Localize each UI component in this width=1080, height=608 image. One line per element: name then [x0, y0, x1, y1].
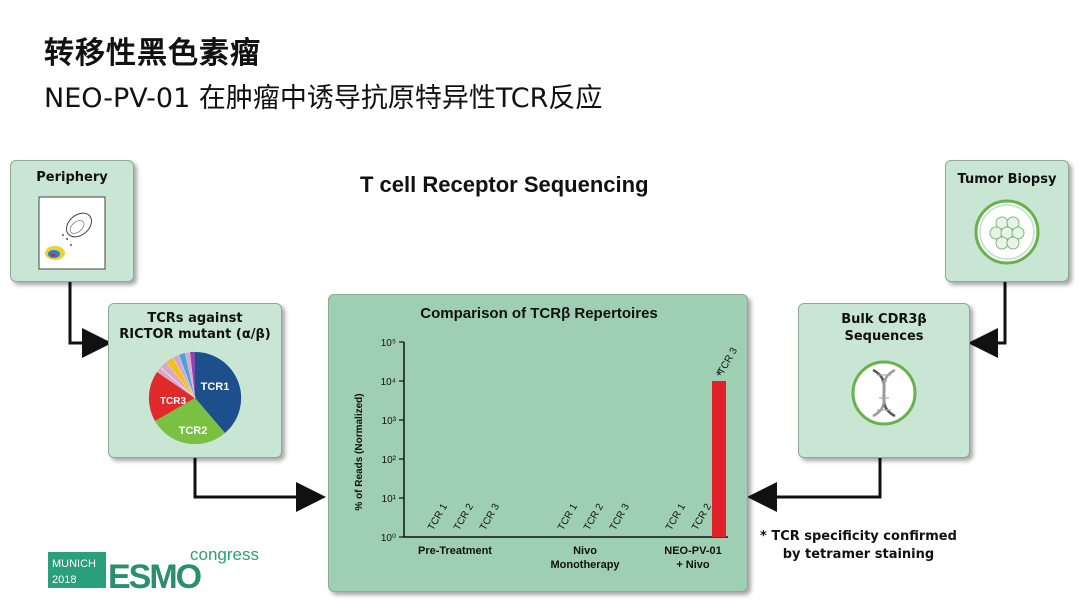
tcr-box-label-2: RICTOR mutant (α/β): [119, 327, 271, 342]
bar-tcr3: [712, 381, 726, 537]
bulk-label-1: Bulk CDR3β: [841, 312, 927, 327]
footnote-line-1: * TCR specificity confirmed: [760, 529, 957, 544]
tumor-biopsy-box: Tumor Biopsy: [945, 160, 1069, 282]
tumor-cells-icon: [974, 199, 1040, 265]
arrow-bulk-to-chart: [747, 456, 882, 512]
periphery-label: Periphery: [36, 170, 108, 185]
pie-slice-tcr2: [155, 398, 225, 445]
bar-annotation: *: [716, 367, 722, 383]
repertoire-chart-panel: [328, 294, 748, 592]
tcr-pie-box: TCRs against RICTOR mutant (α/β) TCR1 TC…: [108, 303, 282, 458]
pie-label-tcr1: TCR1: [201, 381, 230, 393]
pie-label-tcr3: TCR3: [160, 396, 187, 407]
page-subtitle: NEO-PV-01 在肿瘤中诱导抗原特异性TCR反应: [44, 83, 603, 114]
arrow-periphery-to-tcr: [68, 282, 112, 358]
sequencing-title: T cell Receptor Sequencing: [360, 172, 649, 197]
logo-year: 2018: [52, 574, 76, 586]
logo-brand: ESMO: [108, 558, 202, 594]
logo-suffix: congress: [190, 545, 259, 564]
footnote: * TCR specificity confirmed by tetramer …: [760, 528, 957, 564]
repertoire-chart: Comparison of TCRβ Repertoires % of Read…: [354, 305, 740, 571]
bar-label: TCR 2: [690, 502, 714, 533]
pie-slice-tcr3: [148, 372, 195, 421]
logo-city: MUNICH: [52, 558, 96, 570]
bar-label: TCR 1: [426, 502, 450, 533]
bar-label: TCR 2: [452, 502, 476, 533]
bar-label: TCR 2: [582, 502, 606, 533]
esmo-congress-logo: MUNICH 2018 ESMO congress: [48, 545, 259, 594]
bulk-cdr3-box: Bulk CDR3β Sequences: [798, 303, 970, 458]
group-label: NEO-PV-01: [664, 545, 721, 557]
tcr-pie-chart: TCR1 TCR2 TCR3: [148, 351, 242, 445]
y-tick-label: 10²: [382, 455, 397, 466]
y-tick-label: 10⁵: [381, 338, 396, 349]
bar-label: TCR 3: [478, 502, 502, 533]
arrow-tcr-to-chart: [193, 456, 326, 512]
bar-label: TCR 1: [664, 502, 688, 533]
flow-cytometry-icon: [38, 196, 106, 270]
y-axis-label: % of Reads (Normalized): [354, 393, 365, 510]
pie-label-tcr2: TCR2: [179, 425, 208, 437]
tumor-biopsy-label: Tumor Biopsy: [957, 172, 1057, 187]
y-tick-label: 10¹: [382, 494, 397, 505]
pie-slice-tcr1: [195, 351, 242, 433]
arrow-tumor-to-bulk: [968, 282, 1007, 358]
y-tick-label: 10⁴: [381, 377, 396, 388]
dna-icon: [851, 360, 917, 426]
periphery-box: Periphery: [10, 160, 134, 282]
y-tick-label: 10³: [382, 416, 397, 427]
footnote-line-2: by tetramer staining: [782, 547, 935, 562]
page-title: 转移性黑色素瘤: [44, 36, 261, 71]
group-label-line-2: Monotherapy: [550, 559, 620, 571]
group-label-line-2: + Nivo: [676, 559, 710, 571]
bar-label: TCR 1: [556, 502, 580, 533]
tcr-box-label-1: TCRs against: [147, 311, 243, 326]
group-label: Nivo: [573, 545, 597, 557]
bulk-label-2: Sequences: [844, 329, 924, 344]
group-label: Pre-Treatment: [418, 545, 492, 557]
y-tick-label: 10⁰: [381, 533, 396, 544]
chart-title: Comparison of TCRβ Repertoires: [420, 305, 658, 322]
bar-label: TCR 3: [608, 502, 632, 533]
